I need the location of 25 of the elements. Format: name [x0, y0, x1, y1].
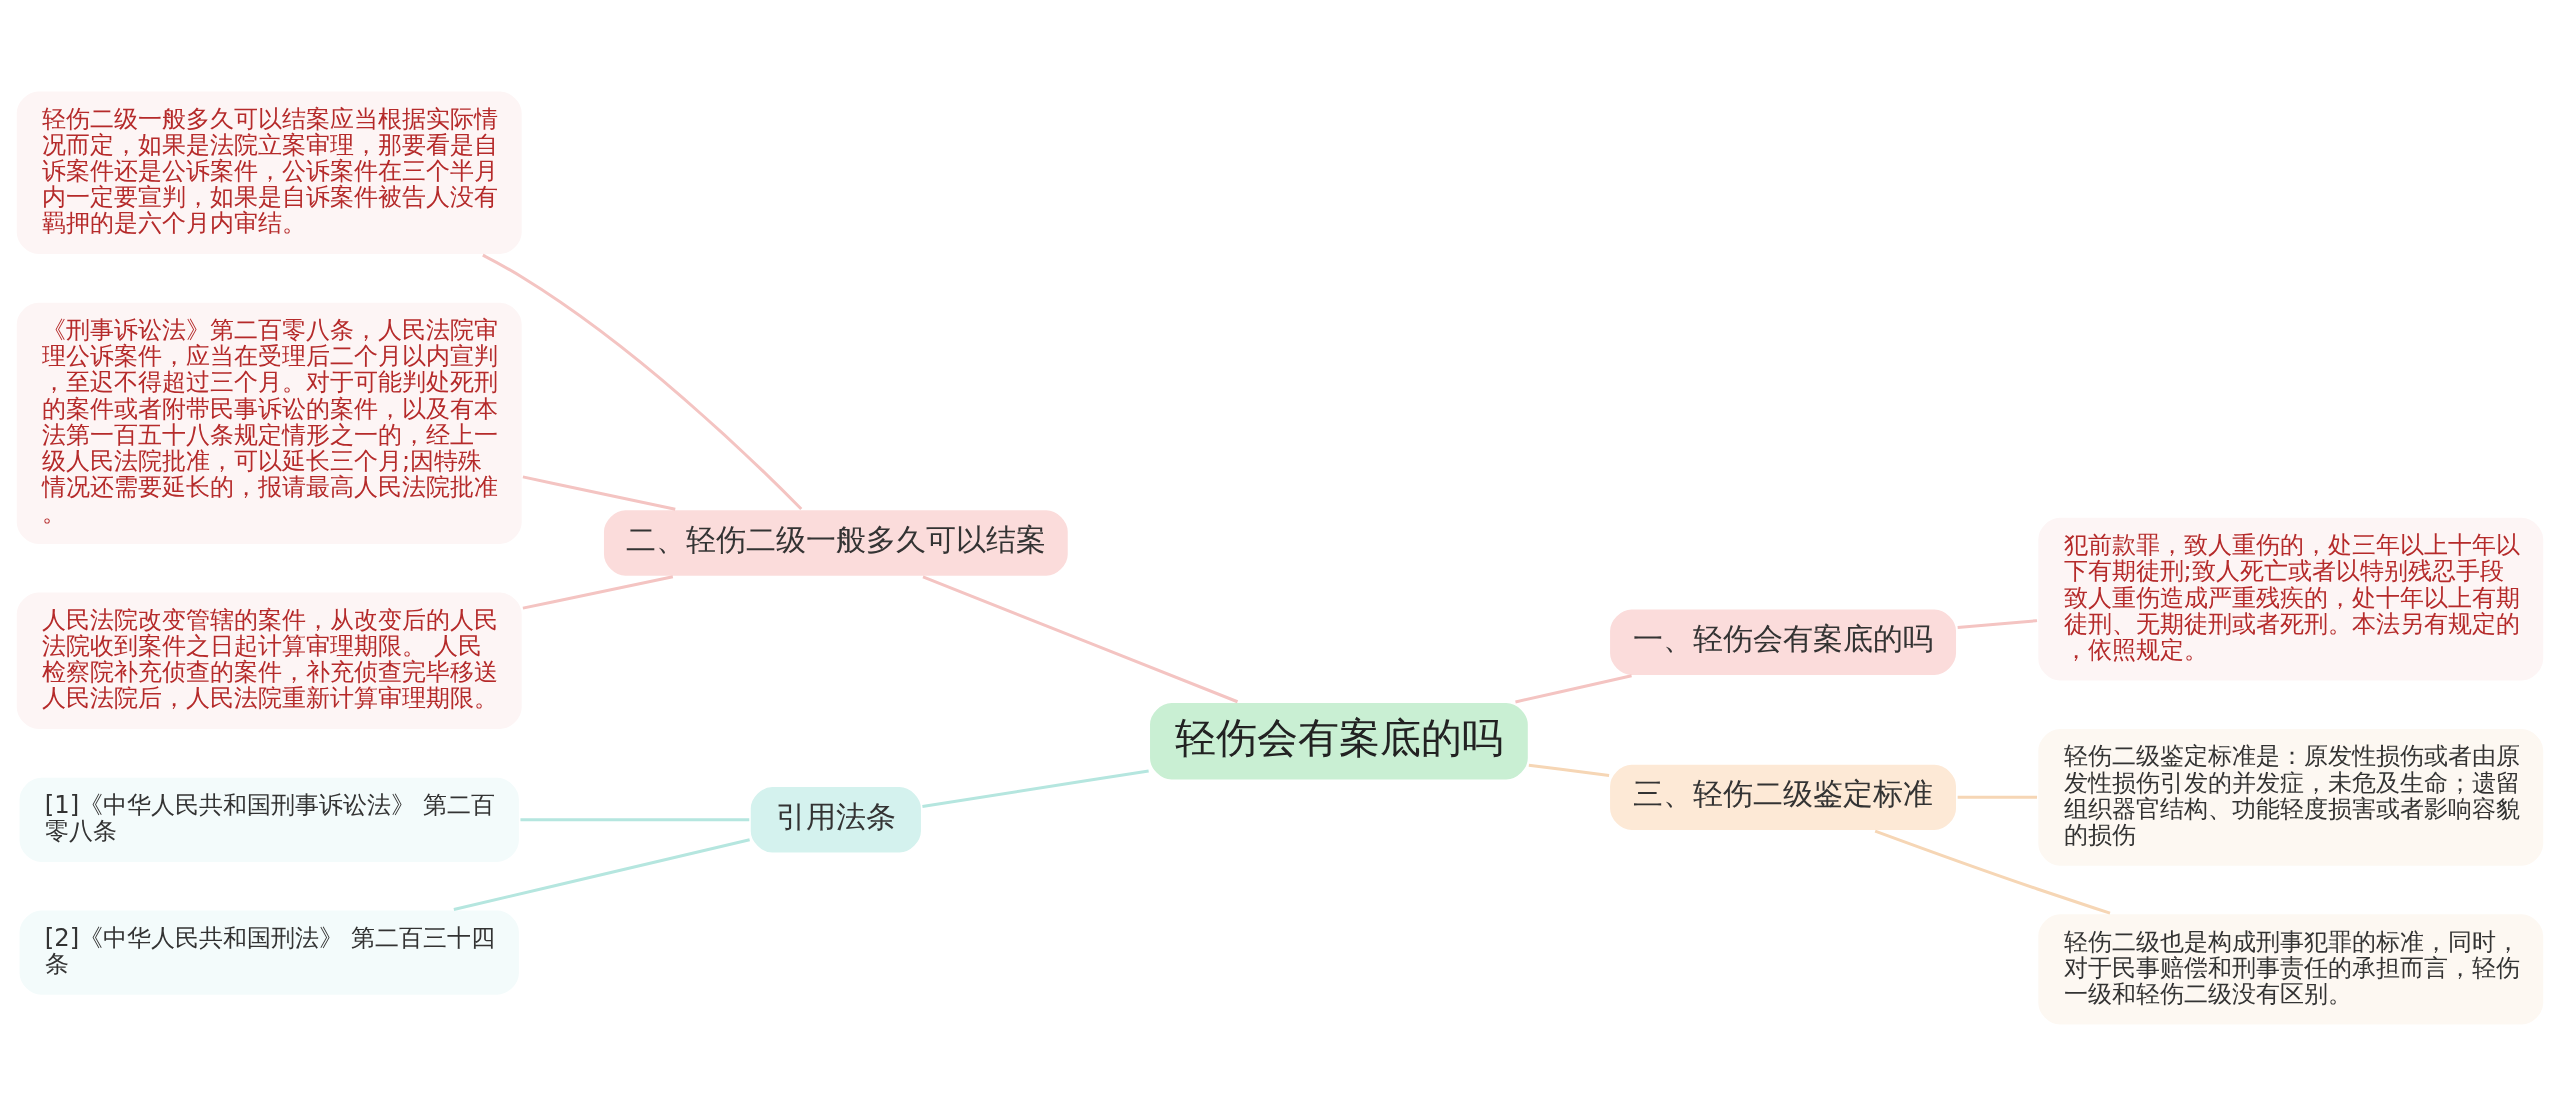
- connector: [453, 838, 750, 911]
- connector: [1515, 674, 1632, 704]
- connector: [1957, 795, 2038, 799]
- node-box: 一、轻伤会有案底的吗: [1608, 607, 1958, 677]
- connector: [922, 769, 1149, 808]
- connector: [1957, 619, 2038, 629]
- node-box: [1]《中华人民共和国刑事诉讼法》 第二百零八条: [17, 775, 521, 864]
- node-box: 《刑事诉讼法》第二百零八条，人民法院审理公诉案件，应当在受理后二个月以内宣判，至迟不得超过三个月。对于可能判处死刑的案件或者附带民事诉讼的案件，以及有本法第一百五十八条规定情形之一的，经上一级人民法院批准，可以延长三个月;因特殊情况还需要延长的，报请最高人民法院批准。: [14, 300, 524, 546]
- node-box: 人民法院改变管辖的案件，从改变后的人民法院收到案件之日起计算审理期限。 人民检察院补充侦查的案件，补充侦查完毕移送人民法院后，人民法院重新计算审理期限。: [14, 590, 524, 731]
- connector: [1528, 763, 1610, 777]
- connector: [482, 253, 803, 510]
- node-box: [2]《中华人民共和国刑法》 第二百三十四条: [17, 908, 521, 997]
- node-box: 轻伤二级一般多久可以结案应当根据实际情况而定，如果是法院立案审理，那要看是自诉案件还是公诉案件，公诉案件在三个半月内一定要宣判，如果是自诉案件被告人没有羁押的是六个月内审结。: [14, 89, 524, 256]
- node-box: 轻伤二级鉴定标准是：原发性损伤或者由原发性损伤引发的并发症，未危及生命；遗留组织器官结构、功能轻度损害或者影响容貌的损伤: [2036, 727, 2546, 868]
- connector: [922, 575, 1239, 704]
- node-box: 引用法条: [748, 785, 923, 855]
- node-box: 二、轻伤二级一般多久可以结案: [602, 508, 1070, 578]
- node-box: 犯前款罪，致人重伤的，处三年以上十年以下有期徒刑;致人死亡或者以特别残忍手段致人重伤造成严重残疾的，处十年以上有期徒刑、无期徒刑或者死刑。本法另有规定的，依照规定。: [2036, 515, 2546, 683]
- connector: [1874, 829, 2111, 915]
- node-box: 三、轻伤二级鉴定标准: [1608, 762, 1958, 832]
- node-box: 轻伤会有案底的吗: [1148, 701, 1530, 782]
- node-box: 轻伤二级也是构成刑事犯罪的标准，同时，对于民事赔偿和刑事责任的承担而言，轻伤一级和轻伤二级没有区别。: [2036, 912, 2546, 1027]
- connector: [522, 575, 674, 610]
- connector: [520, 818, 750, 822]
- connector: [522, 475, 676, 511]
